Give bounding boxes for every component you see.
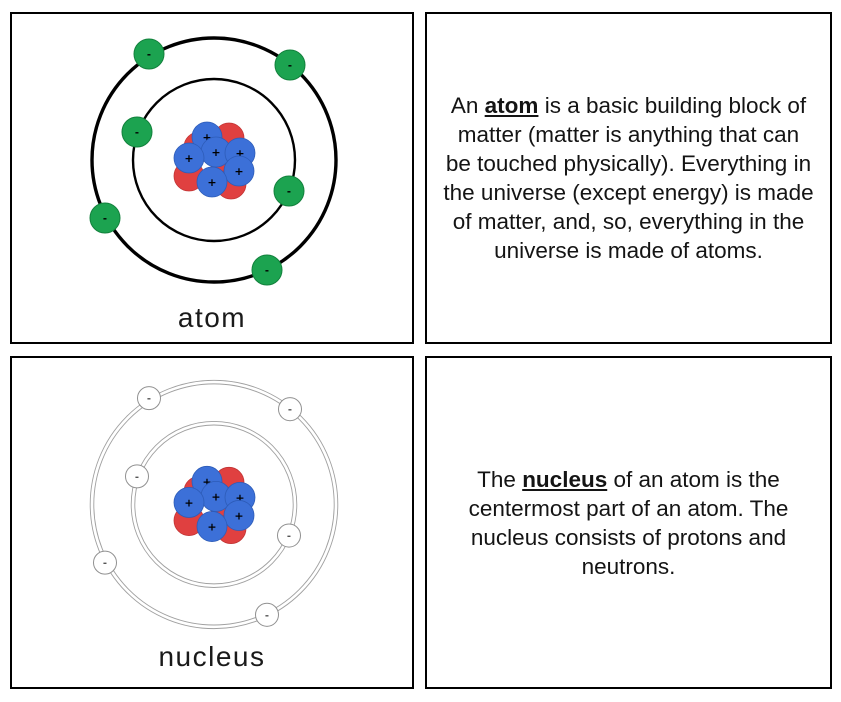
proton — [196, 511, 228, 542]
proton-plus-sign: + — [207, 521, 216, 534]
electron-minus-sign: - — [265, 266, 269, 277]
nucleus-keyword: nucleus — [522, 466, 608, 492]
electron-minus-sign: - — [135, 472, 139, 483]
proton-plus-sign: + — [184, 496, 193, 509]
atom-definition-card: An atom is a basic building block of mat… — [425, 12, 832, 344]
nucleus-definition-card: The nucleus of an atom is the centermost… — [425, 356, 832, 689]
electron — [133, 38, 165, 70]
proton-plus-sign: + — [211, 146, 220, 159]
atom-definition-pre: An — [450, 93, 485, 118]
outer-orbit — [93, 383, 335, 626]
nucleus-diagram: ++++++------ — [89, 379, 339, 630]
proton — [223, 155, 255, 187]
proton — [173, 486, 205, 518]
electron — [137, 386, 161, 411]
atom-picture-card: ++++++------ atom — [10, 12, 414, 344]
nucleus-picture-card: ++++++------ nucleus — [10, 356, 414, 689]
proton — [173, 142, 205, 174]
electron — [251, 254, 283, 286]
proton-plus-sign: + — [207, 176, 216, 189]
electron-minus-sign: - — [288, 61, 292, 72]
electron-minus-sign: - — [147, 394, 151, 405]
electron-minus-sign: - — [265, 610, 269, 621]
electron — [89, 202, 121, 234]
electron-minus-sign: - — [288, 405, 292, 416]
electron-minus-sign: - — [103, 214, 107, 225]
inner-orbit — [134, 424, 294, 585]
electron — [125, 464, 149, 489]
proton — [196, 166, 228, 198]
electron — [277, 523, 301, 548]
nucleus-definition-post: of an atom is the centermost part of an … — [468, 466, 789, 579]
nucleus-definition-pre: The — [477, 466, 523, 492]
electron — [93, 550, 117, 575]
proton-plus-sign: + — [202, 131, 211, 144]
nucleus-definition-text: The nucleus of an atom is the centermost… — [443, 465, 815, 581]
atom-definition-post: is a basic building block of matter (mat… — [443, 93, 814, 263]
inner-orbit — [130, 420, 298, 588]
proton-plus-sign: + — [202, 475, 211, 488]
inner-orbit — [131, 77, 297, 243]
atom-definition-text: An atom is a basic building block of mat… — [443, 91, 815, 265]
outer-orbit — [89, 379, 339, 630]
electron-minus-sign: - — [287, 531, 291, 542]
proton-plus-sign: + — [235, 491, 244, 504]
electron — [273, 175, 305, 207]
electron — [255, 602, 279, 627]
proton-plus-sign: + — [211, 490, 220, 503]
proton-plus-sign: + — [184, 152, 193, 165]
electron-minus-sign: - — [287, 187, 291, 198]
proton-plus-sign: + — [234, 165, 243, 178]
proton-plus-sign: + — [234, 509, 243, 522]
outer-orbit — [90, 36, 338, 284]
electron — [274, 49, 306, 81]
atom-label: atom — [177, 302, 247, 333]
nucleus-label: nucleus — [158, 641, 266, 672]
electron-minus-sign: - — [135, 128, 139, 139]
electron-minus-sign: - — [103, 558, 107, 569]
electron-minus-sign: - — [147, 50, 151, 61]
electron — [121, 116, 153, 148]
proton-plus-sign: + — [235, 147, 244, 160]
atom-keyword: atom — [484, 93, 539, 118]
atom-diagram: ++++++------ — [89, 36, 338, 286]
electron — [278, 397, 302, 422]
proton — [223, 500, 255, 531]
